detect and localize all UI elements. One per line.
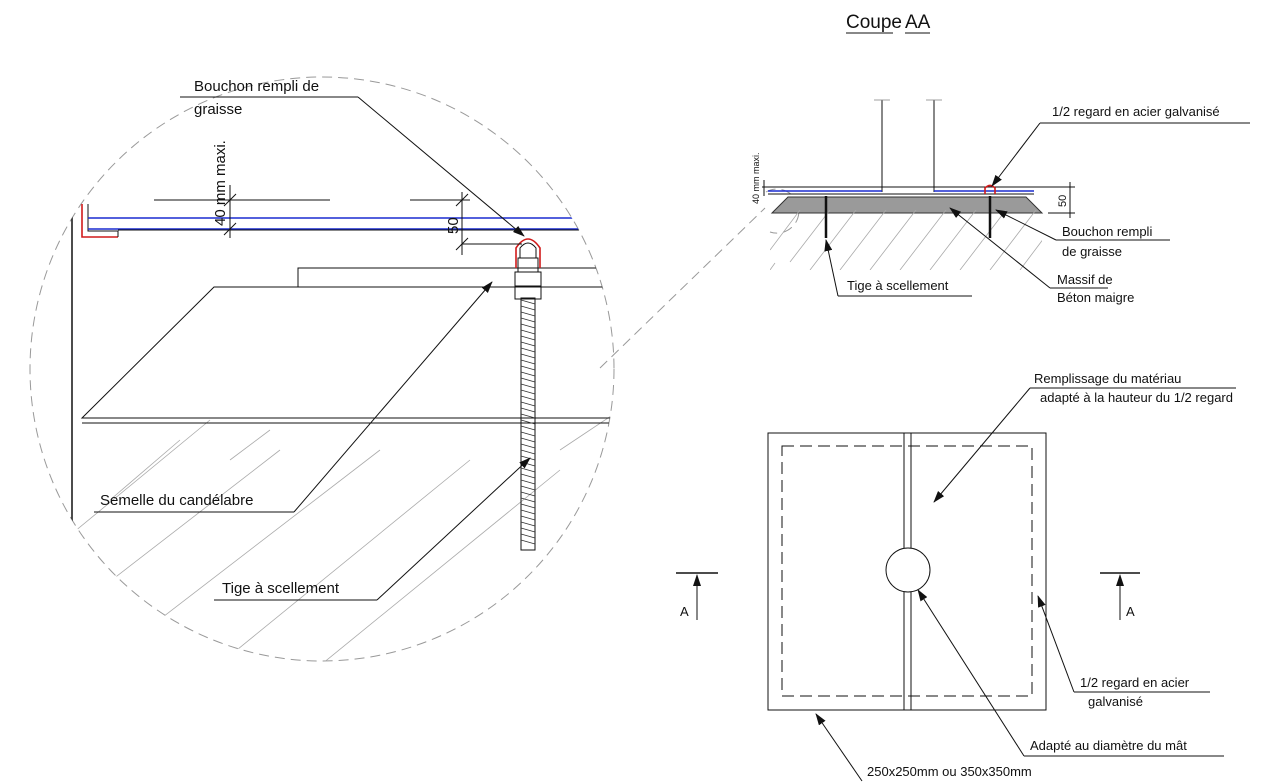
detail-dim-50: 50 xyxy=(445,217,462,234)
section-mast xyxy=(881,100,935,192)
plan-half-box-label-1: 1/2 regard en acier xyxy=(1080,675,1190,690)
section-base-plate xyxy=(770,196,1044,214)
section-cap-label-2: de graisse xyxy=(1062,244,1122,259)
base-plate-label: Semelle du candélabre xyxy=(100,492,253,509)
base-plate-leader xyxy=(293,281,493,513)
ground-hatch xyxy=(39,409,614,661)
grease-cap xyxy=(515,238,541,268)
section-concrete-leader xyxy=(949,207,1051,289)
detail-view: 40 mm maxi. 50 Bouchon rempli de graisse… xyxy=(29,76,615,662)
detail-rod-label: Tige à scellement xyxy=(222,580,340,597)
base-plate xyxy=(80,286,614,419)
callout-link xyxy=(599,207,766,369)
upper-plate xyxy=(297,267,614,288)
section-ground-hatch xyxy=(770,210,1042,270)
nut-top xyxy=(514,271,542,287)
nut-bottom xyxy=(514,286,542,300)
plan-fill-leader xyxy=(933,387,1031,503)
section-marker-left: A xyxy=(680,604,689,619)
plan-half-box-label-2: galvanisé xyxy=(1088,694,1143,709)
plan-mast-hole xyxy=(885,547,931,593)
rod-thread xyxy=(520,299,536,545)
section-title-ref: AA xyxy=(905,12,931,33)
section-title-word: Coupe xyxy=(846,12,902,33)
section-rod-leader xyxy=(824,239,839,297)
plan-half-box-leader xyxy=(1037,595,1075,693)
section-half-box-leader xyxy=(991,122,1041,187)
plan-mast-leader xyxy=(917,589,1025,757)
plan-fill-label-2: adapté à la hauteur du 1/2 regard xyxy=(1040,390,1233,405)
plan-outer-square xyxy=(767,432,1047,711)
detail-rod-leader xyxy=(376,457,531,601)
plan-size-leader xyxy=(815,713,863,782)
section-view: 40 mm maxi. 50 1/2 regard en acier galva… xyxy=(751,99,1250,305)
section-dim-40: 40 mm maxi. xyxy=(751,152,761,204)
plan-view: A A Remplissage du matériau adapté à la … xyxy=(676,371,1236,782)
detail-cap-label-2: graisse xyxy=(194,101,242,118)
section-cap-leader xyxy=(995,209,1057,241)
plan-mast-label: Adapté au diamètre du mât xyxy=(1030,738,1187,753)
detail-cap-label-1: Bouchon rempli de xyxy=(194,78,319,95)
plan-inner-dashed-square xyxy=(781,445,1033,697)
section-rod-label: Tige à scellement xyxy=(847,278,949,293)
detail-cap-leader xyxy=(357,96,525,237)
plan-fill-label-1: Remplissage du matériau xyxy=(1034,371,1181,386)
section-cap-label-1: Bouchon rempli xyxy=(1062,224,1152,239)
detail-dim-40: 40 mm maxi. xyxy=(212,140,229,226)
section-marker-right: A xyxy=(1126,604,1135,619)
plan-size-label: 250x250mm ou 350x350mm xyxy=(867,764,1032,779)
angle-red xyxy=(81,204,118,238)
section-concrete-label-2: Béton maigre xyxy=(1057,290,1134,305)
section-concrete-label-1: Massif de xyxy=(1057,272,1113,287)
section-half-box-label: 1/2 regard en acier galvanisé xyxy=(1052,104,1220,119)
detail-circle xyxy=(29,76,615,662)
section-dim-50: 50 xyxy=(1057,195,1069,207)
